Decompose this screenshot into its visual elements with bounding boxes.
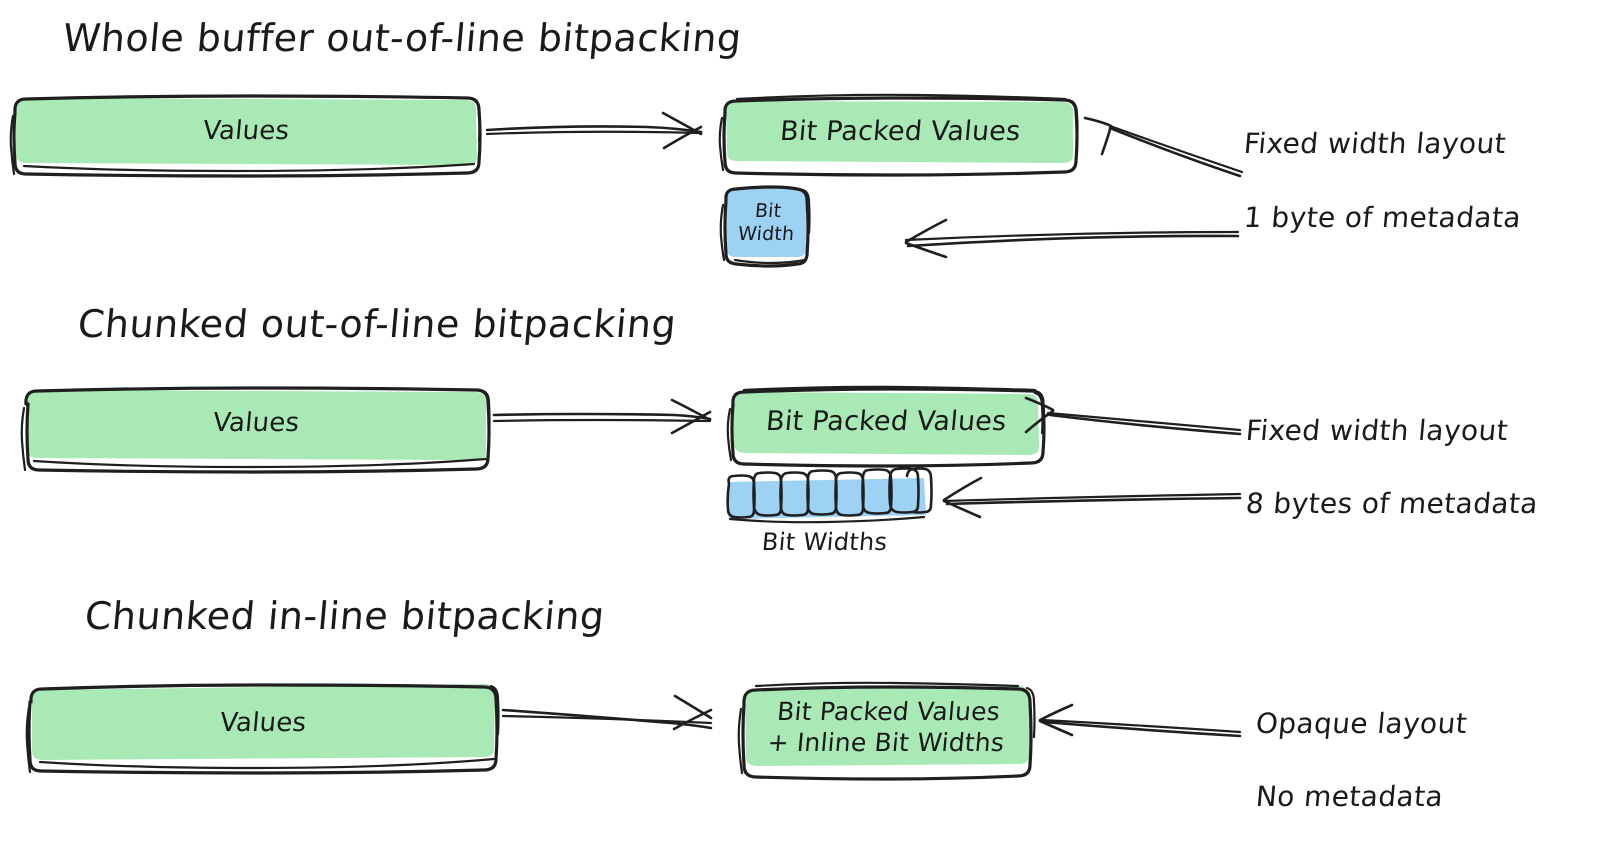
annotation-metadata-1: 1 byte of metadata <box>1242 201 1523 234</box>
values-box-3[interactable]: Values <box>32 688 495 760</box>
packed-box-1-label: Bit Packed Values <box>779 115 1023 147</box>
bitwidth-box-1-label: Bit Width <box>736 199 796 245</box>
annotation-no-metadata: No metadata <box>1254 780 1445 813</box>
bitwidths-caption: Bit Widths <box>760 528 889 556</box>
values-box-1[interactable]: Values <box>16 98 477 165</box>
section-heading-3: Chunked in-line bitpacking <box>83 594 607 638</box>
leader-shape-1a <box>1083 116 1244 178</box>
values-box-1-label: Values <box>202 115 291 146</box>
leader-shape-1b <box>904 218 1240 259</box>
section-heading-1: Whole buffer out-of-line bitpacking <box>61 16 744 60</box>
packed-box-3-label: Bit Packed Values + Inline Bit Widths <box>766 696 1006 757</box>
packed-box-2[interactable]: Bit Packed Values <box>734 392 1038 453</box>
section-heading-2: Chunked out-of-line bitpacking <box>76 302 679 346</box>
packed-box-3[interactable]: Bit Packed Values + Inline Bit Widths <box>745 688 1030 766</box>
annotation-opaque-layout: Opaque layout <box>1254 707 1469 740</box>
leader-shape-2a <box>1024 396 1242 436</box>
leader-shape-3a <box>1038 703 1242 738</box>
arrow-shape-2 <box>492 398 712 435</box>
arrow-shape-3 <box>501 694 713 731</box>
values-box-2-label: Values <box>212 408 301 439</box>
arrow-shape-1 <box>485 111 703 150</box>
annotation-fixed-width-2: Fixed width layout <box>1244 414 1510 447</box>
bitwidth-chunks-shape <box>726 467 933 524</box>
annotation-metadata-2: 8 bytes of metadata <box>1244 487 1540 520</box>
packed-box-1[interactable]: Bit Packed Values <box>727 101 1074 163</box>
annotation-fixed-width-1: Fixed width layout <box>1242 127 1508 160</box>
packed-box-2-label: Bit Packed Values <box>764 406 1008 438</box>
bitwidth-box-1[interactable]: Bit Width <box>727 189 807 257</box>
values-box-2[interactable]: Values <box>27 390 486 458</box>
leader-shape-2b <box>942 476 1242 519</box>
values-box-3-label: Values <box>219 708 308 739</box>
